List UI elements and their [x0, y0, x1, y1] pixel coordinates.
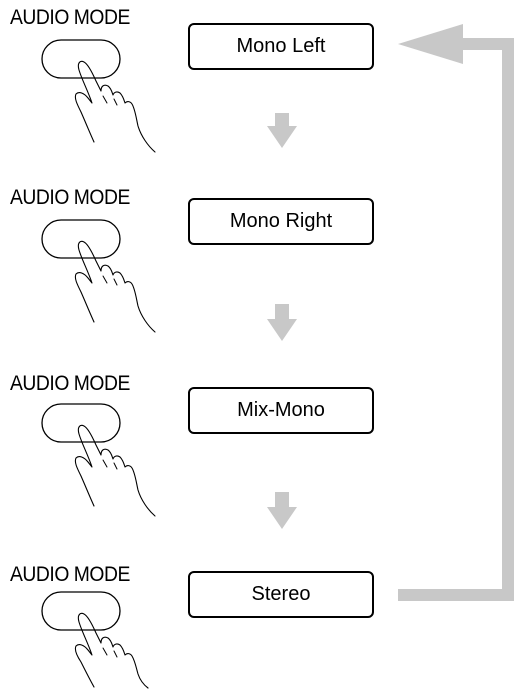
state-label: Mix-Mono: [237, 399, 325, 421]
pressing-hand-icon: [74, 424, 156, 517]
down-arrow-icon: [267, 492, 297, 529]
button-press-graphic-2: [41, 219, 156, 333]
state-label: Stereo: [251, 583, 311, 605]
button-outline-icon: [41, 39, 121, 79]
state-label: Mono Right: [229, 210, 333, 232]
down-arrow-icon: [267, 304, 297, 341]
pressing-hand-icon: [74, 240, 156, 333]
loop-back-arrow-icon: [398, 24, 514, 601]
state-label: Mono Left: [236, 35, 326, 57]
pressing-hand-icon: [74, 60, 156, 153]
button-press-graphic-4: [41, 591, 149, 689]
button-outline-icon: [41, 219, 121, 259]
state-box-mono-left: Mono Left: [188, 23, 374, 70]
state-box-mono-right: Mono Right: [188, 198, 374, 245]
audio-mode-label: AUDIO MODE: [10, 6, 130, 29]
down-arrow-icon: [267, 113, 297, 148]
button-outline-icon: [41, 591, 121, 631]
pressing-hand-icon: [74, 612, 149, 689]
audio-mode-label: AUDIO MODE: [10, 563, 130, 586]
state-box-stereo: Stereo: [188, 571, 374, 618]
audio-mode-label: AUDIO MODE: [10, 372, 130, 395]
state-box-mix-mono: Mix-Mono: [188, 387, 374, 434]
audio-mode-label: AUDIO MODE: [10, 186, 130, 209]
button-press-graphic-1: [41, 39, 156, 153]
button-press-graphic-3: [41, 403, 156, 517]
button-outline-icon: [41, 403, 121, 443]
